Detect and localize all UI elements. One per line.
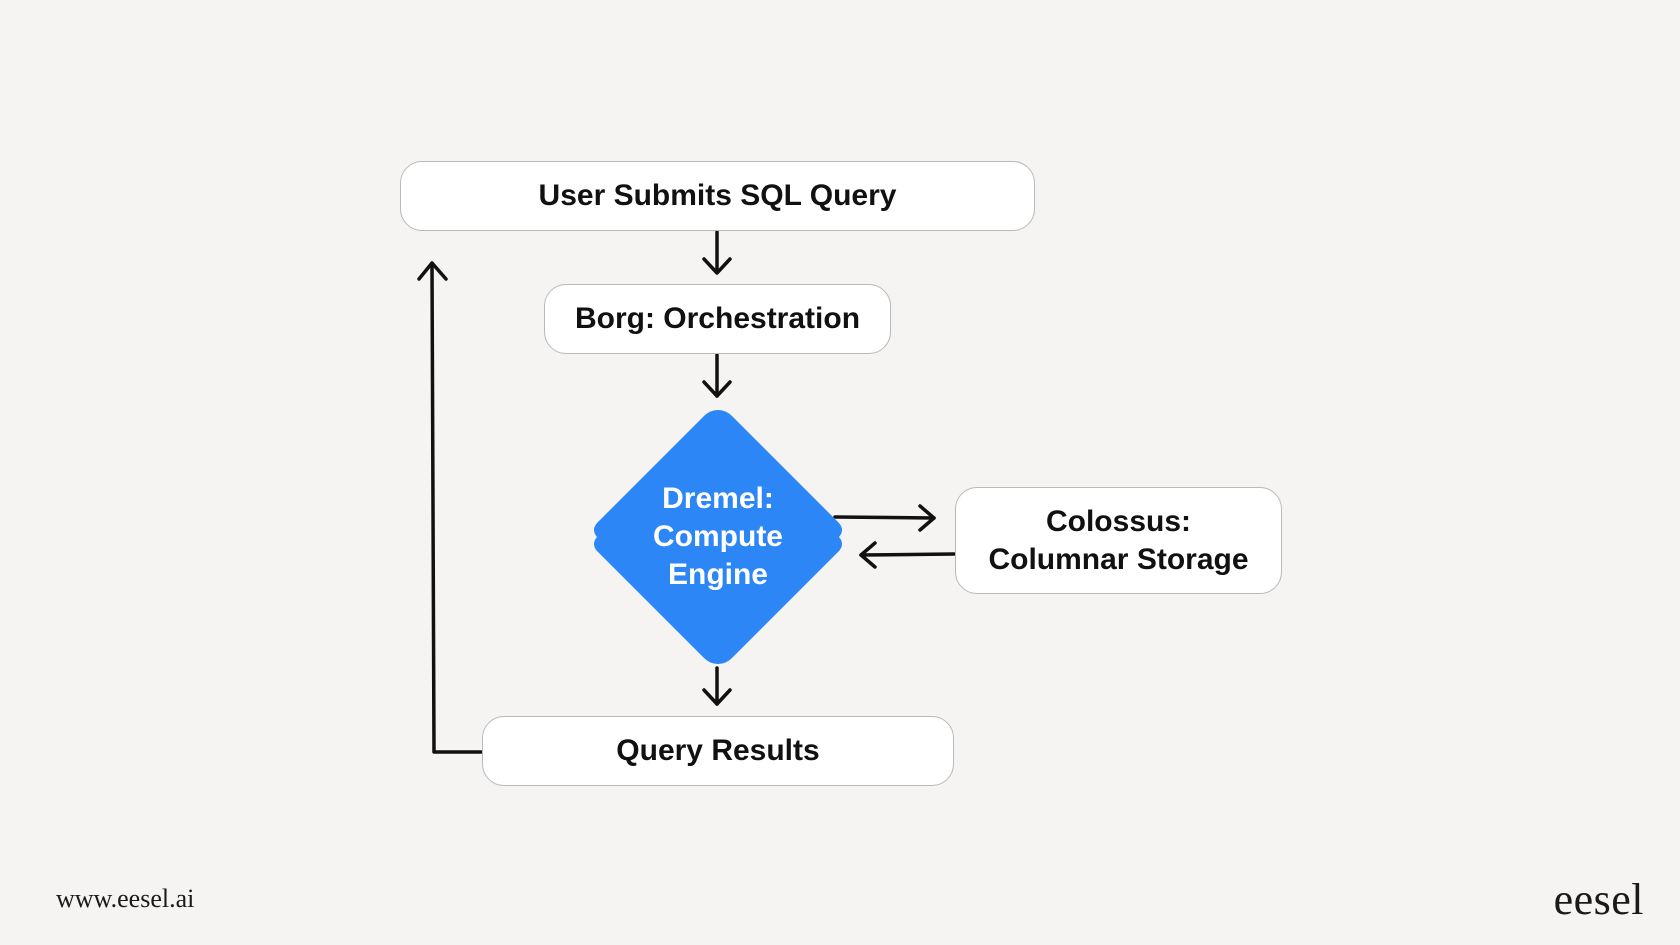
arrow-results-loop-to-user <box>417 261 483 754</box>
arrow-dremel-to-colossus <box>833 504 936 532</box>
dremel-label-line-1: Dremel: <box>662 482 774 515</box>
dremel-label-line-2: Compute <box>653 520 783 553</box>
node-label: Borg: Orchestration <box>574 302 861 335</box>
arrow-colossus-to-dremel <box>859 541 956 569</box>
node-label: User Submits SQL Query <box>538 179 897 212</box>
node-colossus-storage: Colossus: Columnar Storage <box>955 487 1282 594</box>
dremel-label-line-3: Engine <box>667 558 768 591</box>
footer-url: www.eesel.ai <box>56 884 195 913</box>
dremel-label: Dremel: Compute Engine <box>587 406 849 668</box>
node-query-results: Query Results <box>482 716 954 786</box>
arrow-dremel-to-results <box>702 666 732 706</box>
brand-logo: eesel <box>1553 875 1644 924</box>
node-borg-orchestration: Borg: Orchestration <box>544 284 891 354</box>
colossus-label-line-2: Columnar Storage <box>988 542 1249 576</box>
node-user-submits-query: User Submits SQL Query <box>400 161 1035 231</box>
arrow-user-to-borg <box>702 230 732 275</box>
node-dremel-diamond <box>594 410 842 664</box>
node-label: Query Results <box>616 734 820 767</box>
colossus-label-line-1: Colossus: <box>1045 504 1192 538</box>
arrow-borg-to-dremel <box>702 353 732 398</box>
